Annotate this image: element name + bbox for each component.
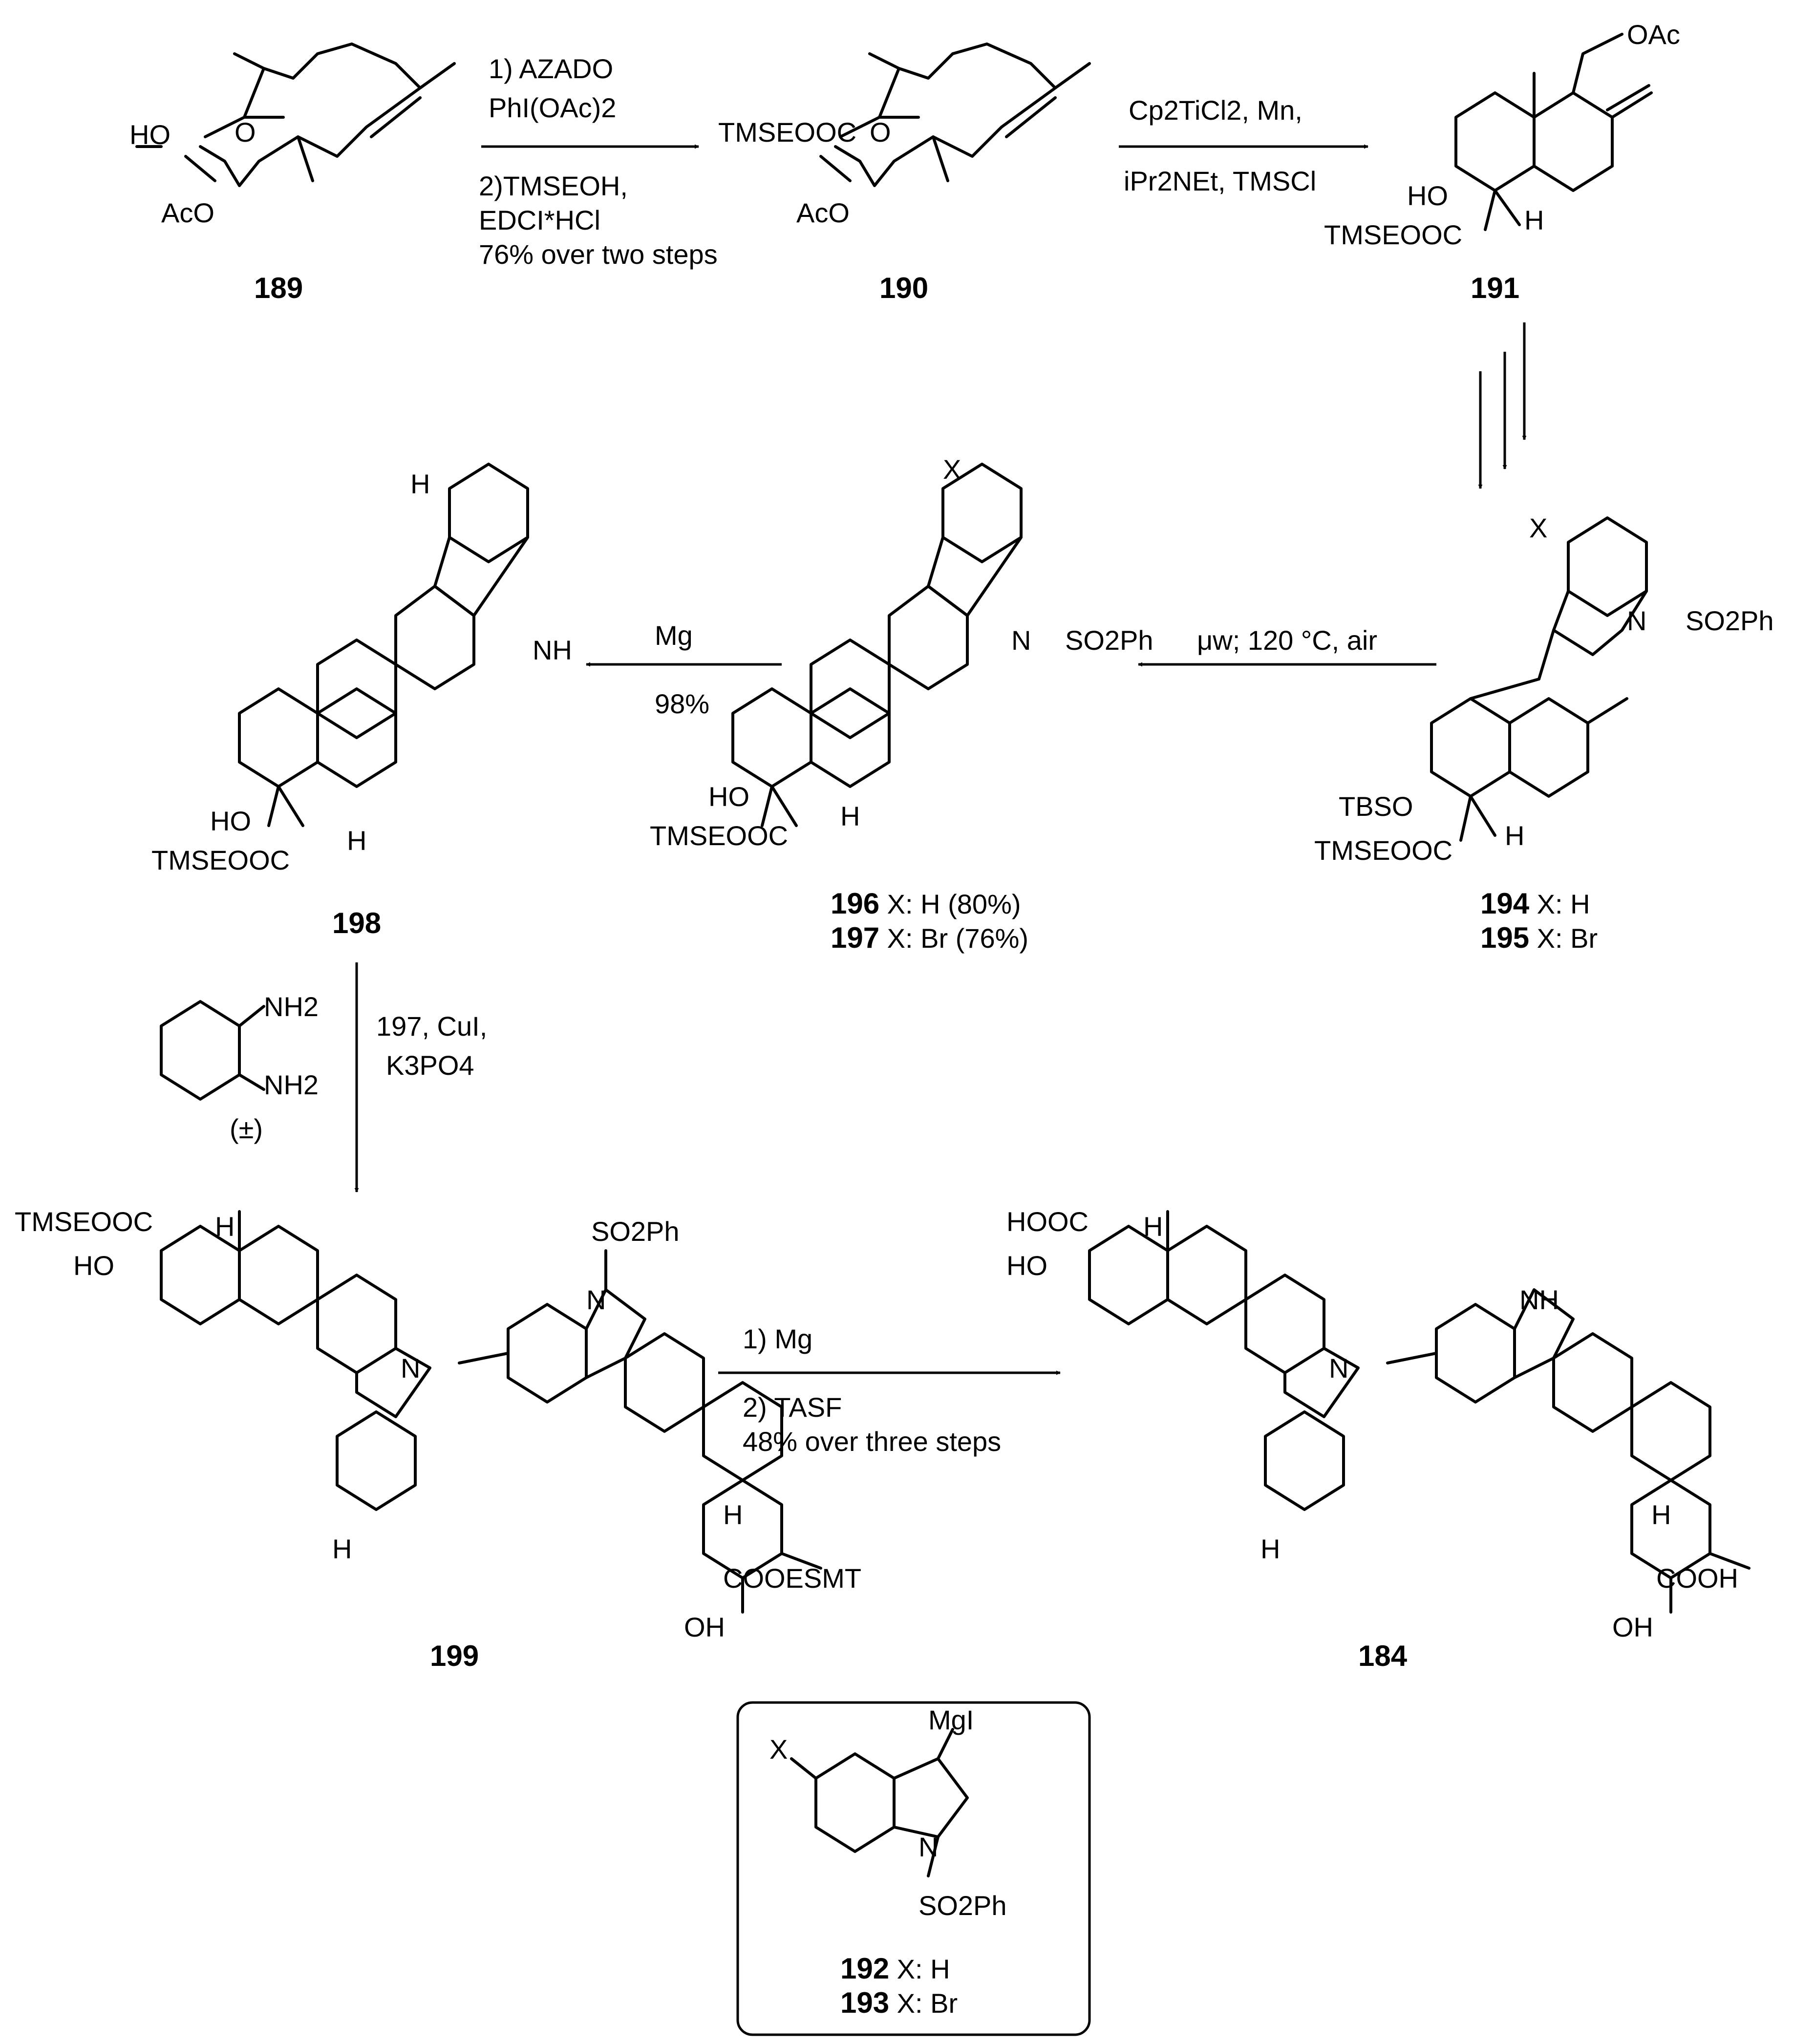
c199-h-bottom: H: [332, 1533, 352, 1564]
c184-nh: NH: [1519, 1284, 1559, 1315]
compound-196-197: X N SO2Ph HO TMSEOOC H 196 X: H (80%) 19…: [650, 454, 1153, 954]
compound-190: TMSEOOC O AcO 190: [718, 43, 1091, 304]
c194-ester: TMSEOOC: [1314, 835, 1452, 866]
compound-label-199: 199: [430, 1639, 479, 1672]
c196-h: H: [840, 801, 860, 831]
c198-h-top: H: [410, 468, 430, 499]
c189-aco: AcO: [161, 197, 214, 228]
compound-label-190: 190: [879, 272, 928, 304]
compound-191: OAc HO TMSEOOC H 191: [1324, 19, 1680, 304]
c192-so2ph: SO2Ph: [918, 1890, 1007, 1921]
ligand-cyclohexane-ring: [160, 1000, 241, 1101]
c199-n-right: N: [586, 1284, 606, 1315]
compound-194-195: X N SO2Ph TBSO TMSEOOC H 194 X: H 195 X:…: [1314, 512, 1774, 954]
c192-mgi: MgI: [928, 1704, 974, 1735]
c196-x: X: [943, 454, 961, 485]
ligand-nh2-1: NH2: [264, 991, 319, 1022]
compound-198: H NH HO TMSEOOC H 198: [151, 463, 572, 939]
r1-line-4: EDCI*HCl: [479, 205, 600, 235]
r1-line-3: 2)TMSEOH,: [479, 170, 628, 201]
r6-line-1: 1) Mg: [743, 1323, 812, 1354]
c191-oac: OAc: [1627, 19, 1680, 50]
c194-so2ph: SO2Ph: [1686, 605, 1774, 636]
c190-aco: AcO: [796, 197, 850, 228]
c198-nh: NH: [533, 635, 572, 665]
c189-o: O: [235, 117, 256, 148]
c184-n: N: [1329, 1353, 1348, 1384]
reagents-r1: 1) AZADO PhI(OAc)2 2)TMSEOH, EDCI*HCl 76…: [479, 53, 718, 270]
c184-oh: OH: [1612, 1612, 1653, 1642]
reagents-r3: μw; 120 °C, air: [1197, 625, 1377, 656]
c199-h-top: H: [215, 1211, 235, 1242]
c199-ester-right: COOESMT: [723, 1563, 861, 1594]
compound-label-189: 189: [254, 272, 303, 304]
c198-h: H: [347, 825, 366, 856]
compound-label-191: 191: [1471, 272, 1519, 304]
c184-h-bottom: H: [1260, 1533, 1280, 1564]
c184-h-right: H: [1651, 1499, 1671, 1530]
compound-label-198: 198: [332, 907, 381, 939]
c198-ester: TMSEOOC: [151, 845, 290, 875]
ligand-racemic-note: (±): [230, 1113, 263, 1144]
c184-ho: HO: [1006, 1250, 1047, 1281]
r2-line-1: Cp2TiCl2, Mn,: [1129, 95, 1303, 126]
reagent-box-192-193: MgI X N SO2Ph 192 X: H 193 X: Br: [736, 1701, 1091, 2036]
c196-so2ph: SO2Ph: [1065, 625, 1153, 656]
compound-label-184: 184: [1358, 1639, 1408, 1672]
c199-n-left: N: [401, 1353, 420, 1384]
c194-x: X: [1529, 512, 1547, 543]
compound-label-196: 196 X: H (80%): [831, 887, 1021, 920]
c192-n: N: [918, 1831, 938, 1862]
compound-label-193: 193 X: Br: [840, 1986, 958, 2019]
r5-line-2: K3PO4: [386, 1050, 474, 1081]
r2-line-2: iPr2NEt, TMSCl: [1124, 166, 1316, 196]
c196-n: N: [1011, 625, 1031, 656]
reagents-r5: NH2 NH2 (±) 197, CuI, K3PO4: [160, 991, 487, 1144]
c189-ho: HO: [129, 119, 171, 150]
c199-ester-top: TMSEOOC: [15, 1206, 153, 1237]
r1-line-1: 1) AZADO: [489, 53, 613, 84]
c191-ho: HO: [1407, 180, 1448, 211]
c199-so2ph: SO2Ph: [591, 1216, 680, 1247]
compound-label-194: 194 X: H: [1480, 887, 1590, 920]
c196-ester: TMSEOOC: [650, 820, 788, 851]
r1-line-2: PhI(OAc)2: [489, 92, 616, 123]
c198-ho: HO: [210, 806, 251, 836]
c184-cooh: COOH: [1656, 1563, 1738, 1594]
compound-184: HOOC H HO N NH H H COOH OH 184: [1006, 1206, 1751, 1672]
compound-199: TMSEOOC H HO N SO2Ph N H H COOESMT OH 19…: [15, 1206, 861, 1672]
c196-ho: HO: [708, 781, 749, 812]
c191-h: H: [1524, 205, 1544, 235]
compound-189: HO O AcO 189: [129, 43, 456, 304]
compound-label-197: 197 X: Br (76%): [831, 921, 1028, 954]
c194-tbso: TBSO: [1339, 791, 1413, 822]
c190-ester: TMSEOOC: [718, 117, 856, 148]
c184-h-top: H: [1143, 1211, 1163, 1242]
reagents-r2: Cp2TiCl2, Mn, iPr2NEt, TMSCl: [1124, 95, 1316, 196]
reagents-r4-line-1: Mg: [655, 620, 693, 651]
r6-line-3: 48% over three steps: [743, 1426, 1001, 1457]
r6-line-2: 2) TASF: [743, 1392, 842, 1423]
c199-ho: HO: [73, 1250, 114, 1281]
c194-h: H: [1505, 820, 1524, 851]
reagents-r6: 1) Mg 2) TASF 48% over three steps: [743, 1323, 1001, 1457]
c199-oh: OH: [684, 1612, 725, 1642]
c199-h-right: H: [723, 1499, 743, 1530]
c184-hooc: HOOC: [1006, 1206, 1089, 1237]
c191-ester: TMSEOOC: [1324, 219, 1462, 250]
c194-n: N: [1627, 605, 1646, 636]
r5-line-1: 197, CuI,: [376, 1011, 487, 1042]
compound-label-195: 195 X: Br: [1480, 921, 1598, 954]
reagents-r4-line-2: 98%: [655, 688, 709, 719]
r1-line-5: 76% over two steps: [479, 239, 718, 270]
ligand-nh2-2: NH2: [264, 1069, 319, 1100]
c192-x: X: [769, 1734, 788, 1765]
multistep-arrows: [1478, 322, 1527, 489]
c190-o: O: [870, 117, 891, 148]
compound-label-192: 192 X: H: [840, 1952, 950, 1985]
